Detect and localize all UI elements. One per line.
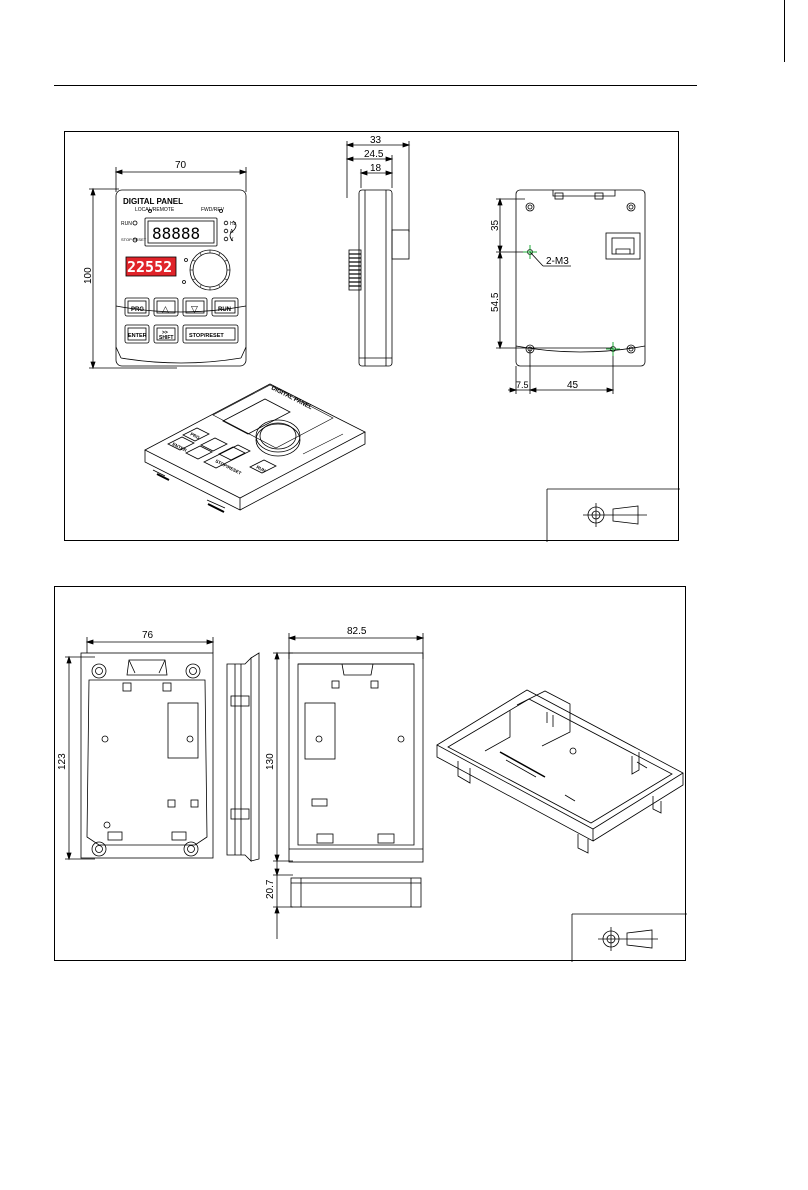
dim-35: 35 [490,219,501,231]
btn-down[interactable]: ▽ [191,304,198,314]
bracket-isometric-view [437,690,683,853]
mounting-bracket-drawing: 76 123 82.5 130 20.7 [55,587,687,962]
panel-title: DIGITAL PANEL [123,197,183,206]
dim-45: 45 [567,380,579,391]
fwd-rev-label: FWD/REV [201,207,225,213]
dim-54-5: 54.5 [490,292,501,312]
label-2-m3: 2-M3 [546,256,569,267]
unit-v: V [230,237,234,243]
stop-led-label: STOP RESET [121,237,147,242]
btn-enter[interactable]: ENTER [128,333,147,339]
btn-shift[interactable]: SHIFT [159,335,173,341]
iso-btn-stop-reset: STOP/RESET [215,458,243,475]
first-angle-projection-icon-2 [572,914,687,962]
dim-130: 130 [265,753,276,770]
iso-btn-run: RUN [256,464,267,473]
lcd-display: 88888 [152,224,200,243]
back-view [496,190,645,394]
dim-123: 123 [57,753,68,770]
unit-a: A [230,229,234,235]
bracket-bottom-view [291,878,421,907]
red-led-display: 22552 [127,258,172,276]
btn-up[interactable]: △ [162,304,169,314]
dim-20-7: 20.7 [265,879,276,899]
dim-width-70: 70 [175,160,187,171]
dim-depth-33: 33 [370,135,382,146]
page-top-mark [784,0,785,62]
run-led-label: RUN [121,221,132,227]
btn-stop-reset[interactable]: STOP/RESET [189,333,224,339]
dim-height-100: 100 [83,267,94,284]
unit-hz: Hz [230,221,237,227]
dim-depth-24-5: 24.5 [364,149,384,160]
header-rule [54,85,697,86]
iso-panel-title: DIGITAL PANEL [270,385,313,411]
dim-82-5: 82.5 [347,626,367,637]
dim-76: 76 [142,630,154,641]
bracket-front-view [65,637,213,859]
btn-prg[interactable]: PRG [131,307,144,313]
digital-panel-drawing-frame: 70 100 DIGITAL PANEL LOCAL/REMOTE FWD/RE… [64,131,679,541]
local-remote-label: LOCAL/REMOTE [135,207,175,213]
first-angle-projection-icon [547,489,680,542]
side-view [347,141,409,366]
digital-panel-drawing: 70 100 DIGITAL PANEL LOCAL/REMOTE FWD/RE… [65,132,680,542]
bracket-back-view [273,633,423,939]
btn-run[interactable]: RUN [218,307,231,313]
mounting-bracket-drawing-frame: 76 123 82.5 130 20.7 [54,586,686,961]
bracket-side-view [227,653,259,861]
dim-7-5: 7.5 [516,380,529,390]
mount-hole-marks [523,245,620,356]
dim-depth-18: 18 [370,163,382,174]
